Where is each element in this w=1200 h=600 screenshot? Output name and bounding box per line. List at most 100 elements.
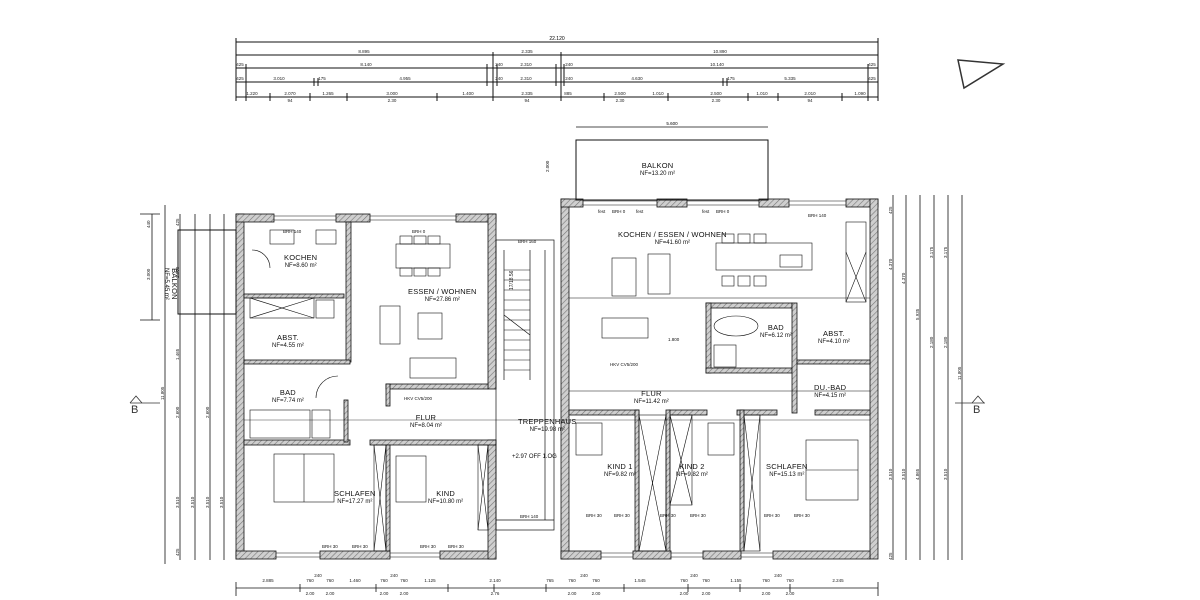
dim-left: 440	[146, 220, 151, 228]
level-annotation: +2.97 OFF 1.OG	[512, 454, 557, 460]
room-name: FLUR	[415, 413, 437, 422]
svg-text:4.630: 4.630	[631, 76, 643, 81]
north-arrow-icon	[957, 59, 1006, 90]
svg-text:2.500: 2.500	[614, 91, 626, 96]
svg-text:2.30: 2.30	[388, 98, 397, 103]
room-area: NF=7.74 m²	[272, 398, 304, 404]
room-label-abst-left: ABST. NF=4.55 m²	[272, 334, 304, 350]
dim-right: 425	[888, 206, 893, 214]
dim-bottom: 760	[702, 578, 710, 583]
room-label-kochen-essen-wohnen: KOCHEN / ESSEN / WOHNEN NF=41.60 m²	[618, 231, 727, 247]
room-area: NF=8.04 m²	[410, 423, 442, 429]
dim-bottom: 2.245	[832, 578, 844, 583]
brh-label: BRH 0	[612, 209, 626, 214]
dim-left: 3.510	[205, 496, 210, 508]
room-label-kind: KIND NF=10.80 m²	[428, 490, 463, 506]
svg-text:240: 240	[565, 76, 573, 81]
dim-bottom-2: 2.00	[567, 591, 577, 596]
brh-label: BRH 0	[716, 209, 730, 214]
svg-text:2.335: 2.335	[521, 91, 533, 96]
dim-bottom: 1.125	[424, 578, 436, 583]
room-label-bad-left: BAD NF=7.74 m²	[272, 389, 304, 405]
dim-bottom: 760	[762, 578, 770, 583]
room-name: FLUR	[641, 389, 662, 398]
svg-text:1.220: 1.220	[246, 91, 258, 96]
dim-bottom-2: 2.00	[325, 591, 335, 596]
dim-bottom-2: 2.00	[591, 591, 601, 596]
room-label-kind-2: KIND 2 NF=9.82 m²	[676, 463, 708, 479]
svg-text:2.310: 2.310	[520, 62, 532, 67]
dim-right: 4.370	[901, 272, 906, 284]
dim-right: 5.935	[915, 308, 920, 320]
room-name: SCHLAFEN	[766, 462, 808, 471]
svg-text:2.070: 2.070	[284, 91, 296, 96]
room-name: ABST.	[823, 329, 845, 338]
room-name: KOCHEN	[284, 253, 318, 262]
dim-left: 425	[175, 548, 180, 556]
room-area: NF=41.60 m²	[654, 240, 690, 246]
room-area: NF=4.15 m²	[814, 393, 847, 399]
room-label-kochen: KOCHEN NF=8.60 m²	[284, 254, 317, 270]
dim-bottom: 240	[774, 573, 782, 578]
svg-text:175: 175	[727, 76, 735, 81]
room-label-bad-right: BAD NF=6.12 m²	[760, 324, 792, 340]
room-area: NF=5.45 m²	[163, 268, 169, 300]
dim-left: 3.510	[190, 496, 195, 508]
brh-label: BRH 30	[614, 513, 630, 518]
svg-text:2.310: 2.310	[520, 76, 532, 81]
svg-text:10.890: 10.890	[713, 49, 727, 54]
section-label-left: B	[131, 404, 139, 416]
dim-left: 3.510	[175, 496, 180, 508]
stairwell	[495, 239, 555, 531]
room-area: NF=19.98 m²	[529, 427, 565, 433]
room-label-flur-right: FLUR NF=11.42 m²	[634, 390, 669, 406]
top-dimension-chains	[235, 38, 879, 101]
dim-right: 4.865	[915, 468, 920, 480]
svg-text:885: 885	[564, 91, 572, 96]
room-label-abst-right: ABST. NF=4.10 m²	[818, 330, 850, 346]
room-label-balkon-right: BALKON NF=13.20 m²	[640, 162, 675, 178]
dim-bottom: 1.545	[634, 578, 646, 583]
brh-label: BRH 30	[764, 513, 780, 518]
brh-label: BRH 140	[283, 229, 302, 234]
dim-overall: 22.120	[549, 36, 565, 42]
brh-label: BRH 140	[520, 514, 539, 519]
svg-text:240: 240	[495, 76, 503, 81]
dim-right: 3.510	[943, 468, 948, 480]
dim-bottom: 2.885	[262, 578, 274, 583]
section-label-right: B	[973, 404, 981, 416]
brh-label: BRH 30	[660, 513, 676, 518]
brh-label: BRH 160	[518, 239, 537, 244]
svg-text:2.500: 2.500	[710, 91, 722, 96]
svg-text:425: 425	[868, 76, 876, 81]
dim-bottom: 1.460	[349, 578, 361, 583]
room-area: NF=4.55 m²	[272, 343, 304, 349]
room-label-kind-1: KIND 1 NF=9.82 m²	[604, 463, 636, 479]
dim-left: 425	[175, 218, 180, 226]
dim-right: 3.175	[943, 246, 948, 258]
dim-bottom: 760	[380, 578, 388, 583]
room-label-treppenhaus: TREPPENHAUS NF=19.98 m²	[518, 418, 576, 434]
room-area: NF=6.12 m²	[760, 333, 792, 339]
dim-left: 2.600	[175, 406, 180, 418]
dim-right: 11.805	[957, 366, 962, 380]
fest-label: fest	[702, 209, 710, 214]
dim-right: 3.510	[901, 468, 906, 480]
dim-bottom-2: 2.00	[399, 591, 409, 596]
section-marker-right	[955, 395, 985, 404]
room-label-du-bad: DU.-BAD NF=4.15 m²	[814, 384, 846, 400]
dim-bottom: 240	[390, 573, 398, 578]
section-marker-left	[129, 395, 160, 404]
left-dimension-chains	[140, 205, 225, 564]
dim-left: 3.000	[146, 268, 151, 280]
dim-left: 11.805	[160, 386, 165, 400]
dim-bottom: 760	[680, 578, 688, 583]
dim-left: 2.000	[175, 266, 180, 278]
svg-text:425: 425	[236, 76, 244, 81]
svg-text:240: 240	[495, 62, 503, 67]
svg-text:3.010: 3.010	[273, 76, 285, 81]
furniture-left	[249, 229, 489, 552]
dim-bottom: 760	[592, 578, 600, 583]
vent-dim: 1.800	[668, 337, 680, 342]
